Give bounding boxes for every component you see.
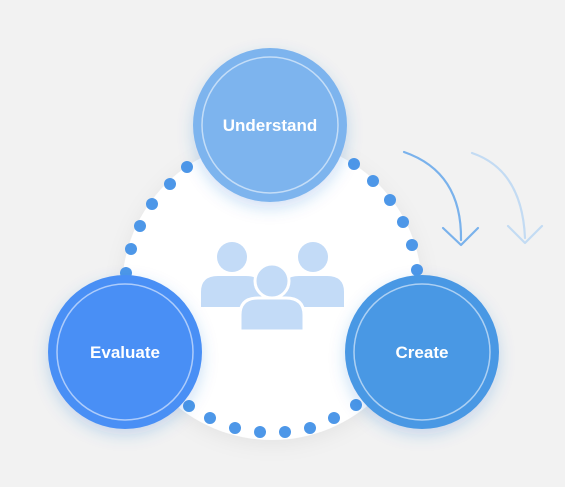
- connector-dot: [350, 399, 362, 411]
- connector-dot: [146, 198, 158, 210]
- connector-dot: [181, 161, 193, 173]
- node-label-evaluate: Evaluate: [90, 343, 160, 362]
- people-group-icon: [201, 242, 344, 333]
- connector-dot: [164, 178, 176, 190]
- connector-dot: [397, 216, 409, 228]
- connector-dot: [411, 264, 423, 276]
- connector-dot: [304, 422, 316, 434]
- connector-dot: [204, 412, 216, 424]
- curved-arrow-down-icon: [402, 150, 480, 247]
- node-understand: [193, 48, 347, 202]
- connector-dot: [134, 220, 146, 232]
- node-label-create: Create: [396, 343, 449, 362]
- connector-dot: [125, 243, 137, 255]
- connector-dot: [279, 426, 291, 438]
- connector-dot: [384, 194, 396, 206]
- connector-dot: [328, 412, 340, 424]
- node-create: [345, 275, 499, 429]
- curved-arrow-down-icon: [470, 151, 544, 245]
- connector-dot: [406, 239, 418, 251]
- node-evaluate: [48, 275, 202, 429]
- connector-dot: [254, 426, 266, 438]
- connector-dot: [348, 158, 360, 170]
- connector-dot: [367, 175, 379, 187]
- connector-dot: [183, 400, 195, 412]
- connector-dot: [229, 422, 241, 434]
- node-label-understand: Understand: [223, 116, 317, 135]
